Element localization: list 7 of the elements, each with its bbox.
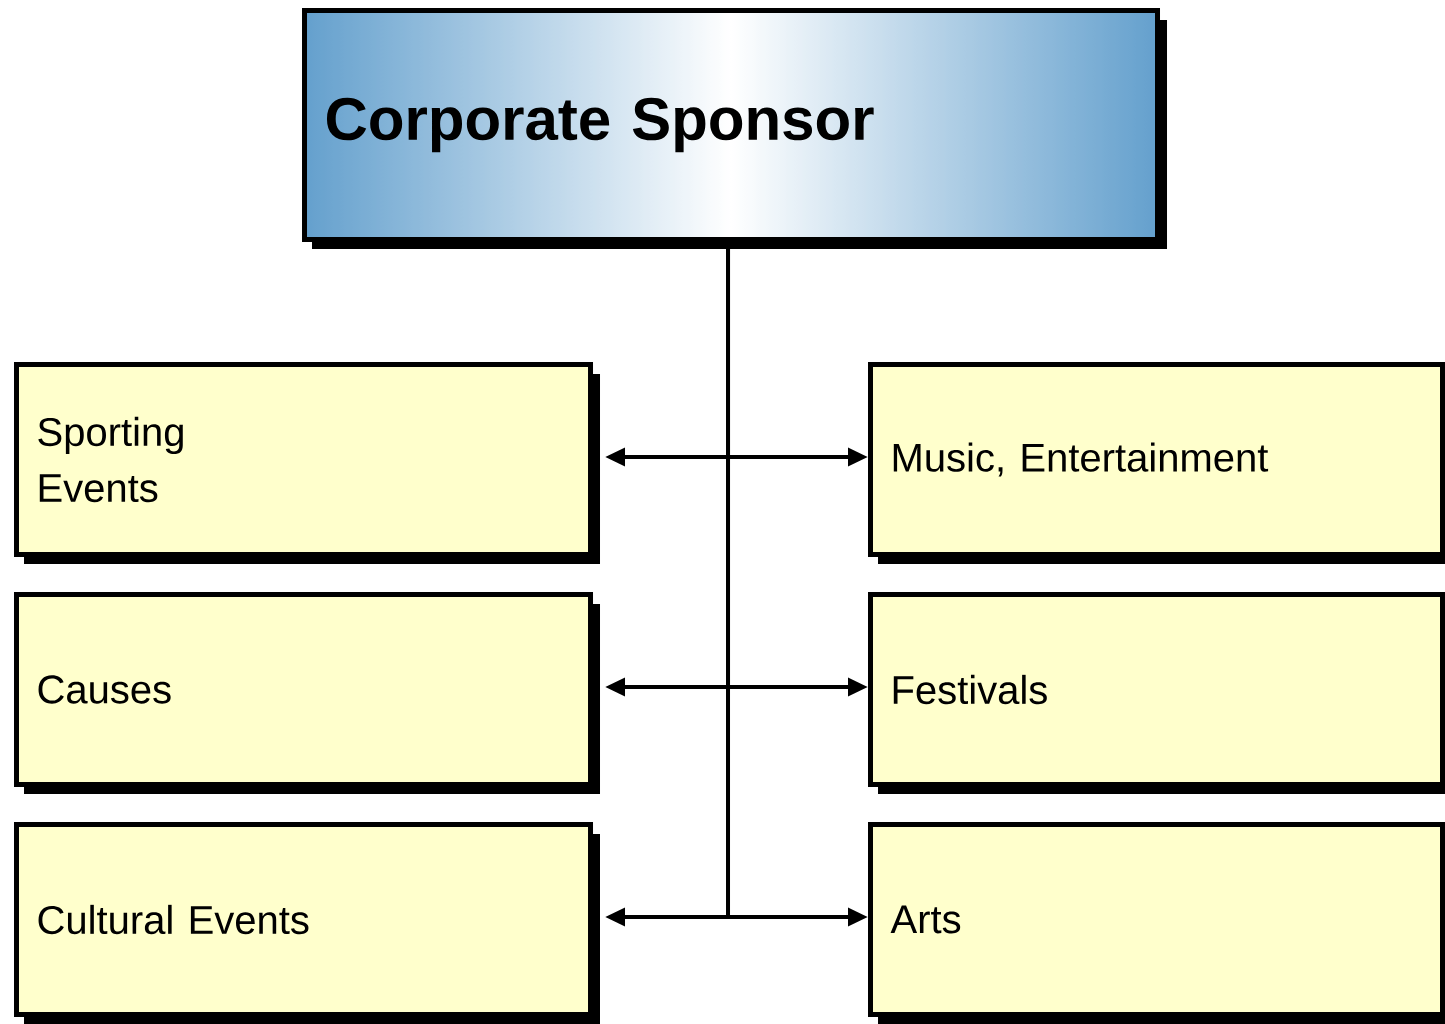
title-box: Corporate Sponsor	[302, 8, 1167, 249]
category-box: Cultural Events	[14, 822, 600, 1024]
category-box: Causes	[14, 592, 600, 794]
category-box: Sporting Events	[14, 362, 600, 564]
category-box: Music, Entertainment	[868, 362, 1445, 564]
category-box: Festivals	[868, 592, 1445, 794]
category-box: Arts	[868, 822, 1445, 1024]
